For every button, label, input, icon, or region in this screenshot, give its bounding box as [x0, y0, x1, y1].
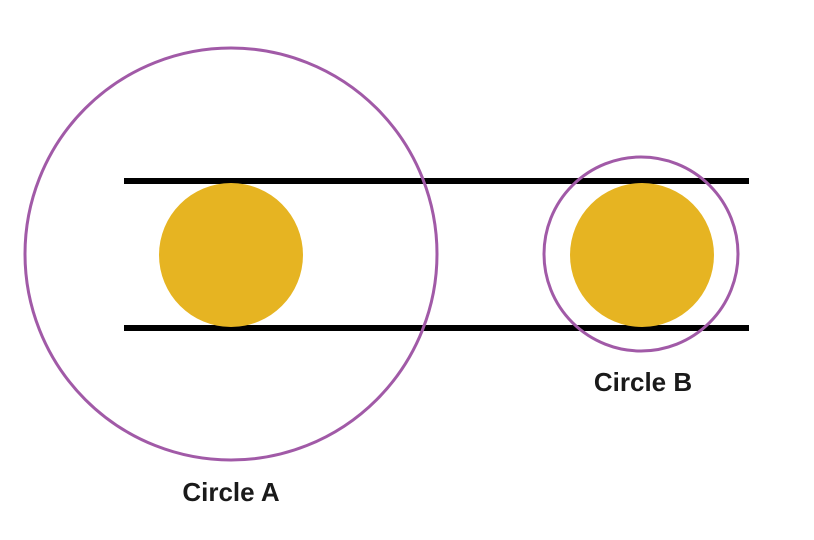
circle-b-outer-circle: [542, 155, 740, 353]
circle-a-inner-disc: [159, 183, 303, 327]
circle-b-inner-disc: [570, 183, 714, 327]
circle-b-label: Circle B: [594, 367, 692, 397]
circle-a-outer-circle: [23, 46, 439, 462]
circle-a-label: Circle A: [182, 477, 280, 507]
